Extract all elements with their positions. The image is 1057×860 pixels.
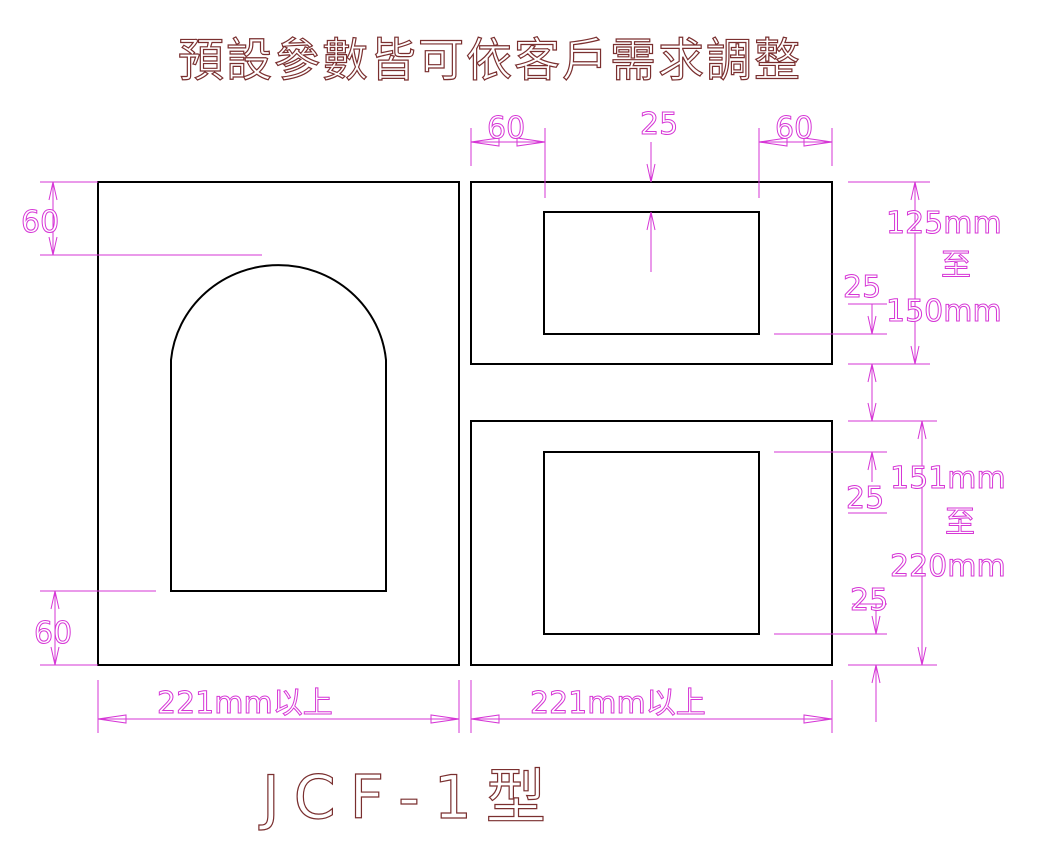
right-bottom-inner-box — [543, 451, 760, 635]
right-bottom-height-dimension: 151mm 至 220mm — [848, 420, 1006, 722]
right-bottom-height-line1: 151mm — [890, 461, 1006, 496]
right-top-bottom-margin-label: 25 — [843, 270, 881, 305]
right-width-dimension: 221mm以上 — [470, 680, 833, 733]
left-top-margin-label: 60 — [21, 205, 59, 240]
right-top-top-margin-dimension: 25 — [640, 107, 679, 272]
right-bottom-top-margin-dimension: 25 — [774, 420, 937, 517]
right-top-bottom-margin-dimension: 25 — [774, 270, 887, 335]
right-bottom-height-line3: 220mm — [890, 549, 1006, 584]
model-name: JCF-1型 — [258, 763, 560, 833]
right-top-height-dimension: 125mm 至 150mm — [848, 181, 1002, 365]
left-panel — [97, 181, 460, 666]
right-top-left-margin-dimension: 60 — [470, 111, 546, 198]
left-panel-outline — [97, 181, 460, 666]
panel-gap-dimension — [867, 363, 877, 422]
right-top-height-line1: 125mm — [886, 206, 1002, 241]
right-top-right-margin-dimension: 60 — [758, 111, 833, 198]
left-bottom-margin-label: 60 — [34, 616, 72, 651]
right-top-top-margin-label: 25 — [640, 107, 678, 142]
title-text: 預設參數皆可依客戶需求調整 — [178, 33, 802, 87]
left-top-margin-dimension: 60 — [21, 181, 262, 256]
right-bottom-panel — [470, 420, 833, 666]
left-bottom-margin-dimension: 60 — [34, 590, 156, 666]
left-width-dimension: 221mm以上 — [97, 680, 460, 733]
left-width-label: 221mm以上 — [157, 686, 333, 721]
right-bottom-bottom-margin-dimension: 25 — [774, 583, 889, 635]
right-bottom-height-line2: 至 — [945, 505, 975, 540]
right-top-right-margin-label: 60 — [775, 111, 813, 146]
right-top-height-line3: 150mm — [886, 294, 1002, 329]
right-bottom-bottom-margin-label: 25 — [850, 583, 888, 618]
right-top-height-line2: 至 — [941, 248, 971, 283]
arched-opening — [170, 264, 387, 592]
right-top-left-margin-label: 60 — [487, 111, 525, 146]
right-width-label: 221mm以上 — [530, 686, 706, 721]
right-top-panel-outline — [470, 181, 833, 365]
right-top-panel — [470, 181, 833, 365]
right-bottom-top-margin-label: 25 — [846, 481, 884, 516]
right-bottom-panel-outline — [470, 420, 833, 666]
